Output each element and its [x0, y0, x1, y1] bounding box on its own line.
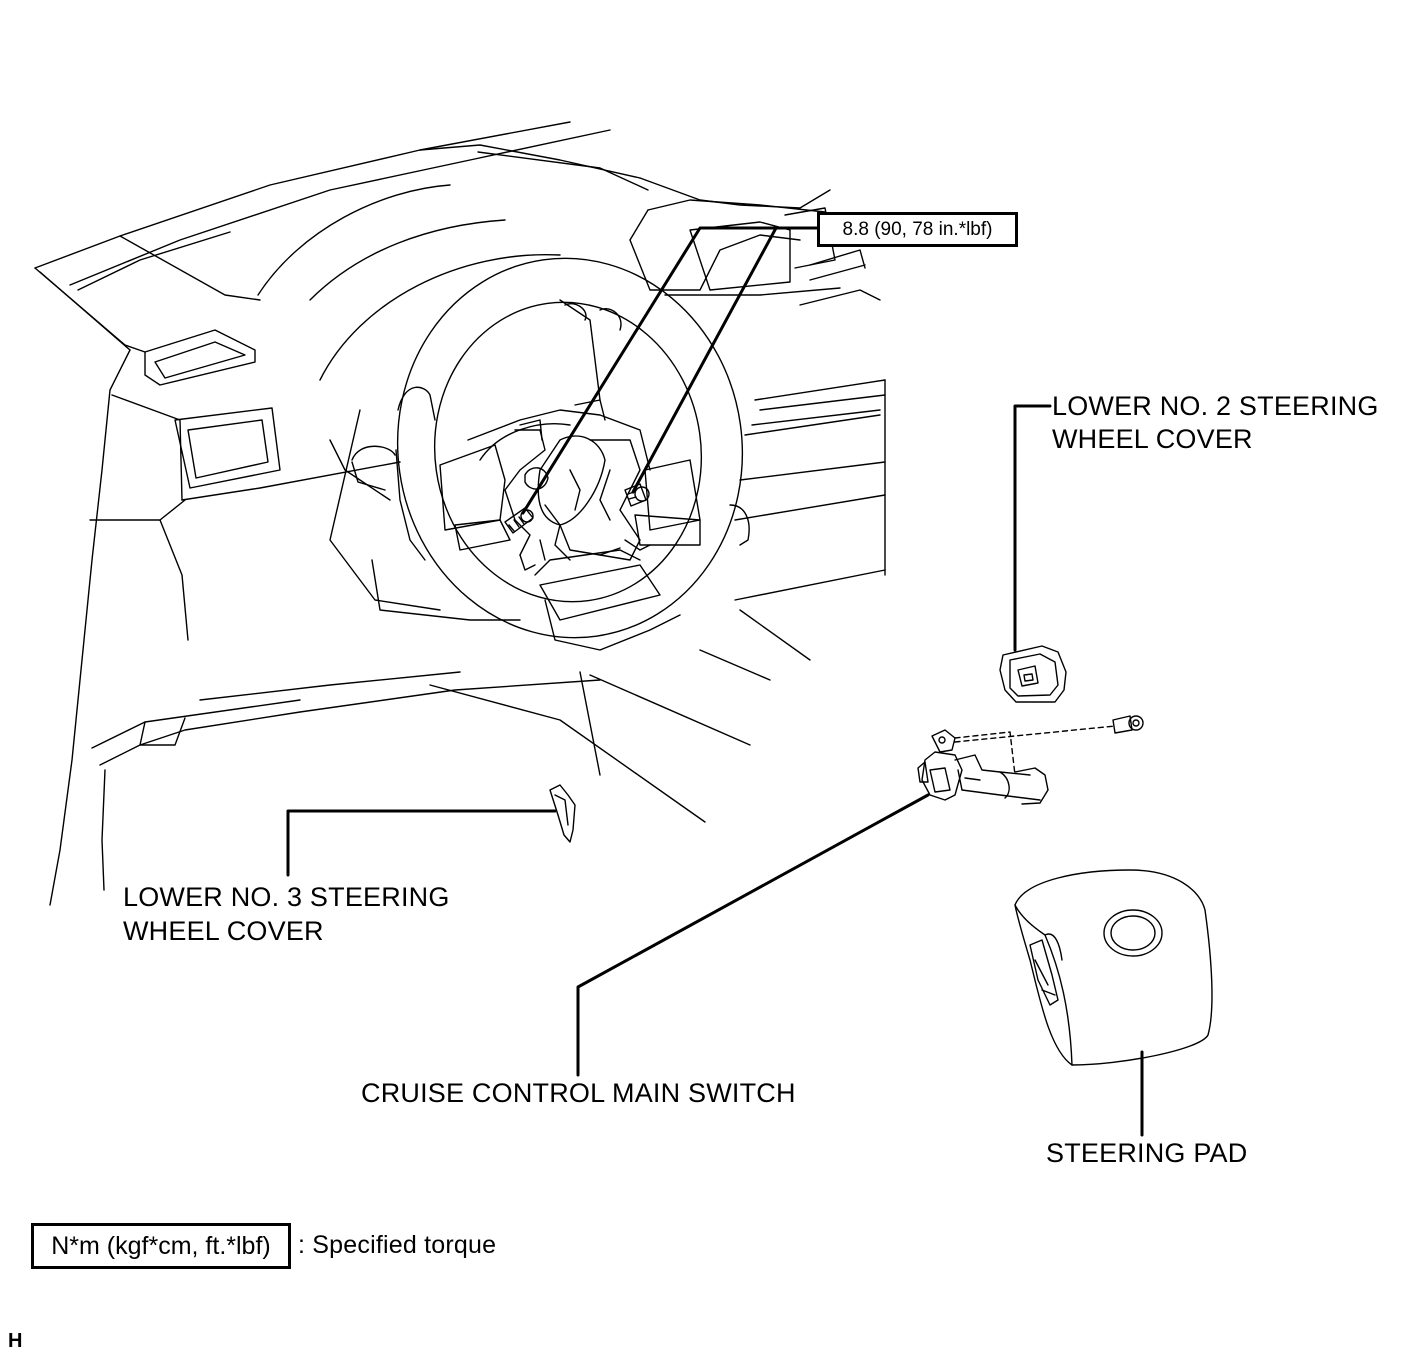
lower-no2-leader — [1013, 404, 1052, 652]
cruise-switch-screw — [1112, 715, 1144, 734]
label-lower-no2-cover-line2: WHEEL COVER — [1052, 424, 1253, 454]
lower-no2-cover-part — [999, 645, 1067, 703]
lower-no3-leader — [286, 809, 557, 877]
legend-description: : Specified torque — [298, 1231, 497, 1259]
label-lower-no2-cover-line1: LOWER NO. 2 STEERING — [1052, 391, 1379, 421]
steering-pad-part — [1014, 869, 1213, 1066]
dashboard-outline — [34, 121, 886, 906]
legend-unit-box: N*m (kgf*cm, ft.*lbf) — [31, 1223, 291, 1269]
torque-callout: 8.8 (90, 78 in.*lbf) — [817, 212, 1018, 247]
lower-no3-cover-part — [549, 784, 576, 843]
label-lower-no3-cover-line1: LOWER NO. 3 STEERING — [123, 882, 450, 912]
figure-id: H — [8, 1330, 23, 1352]
label-steering-pad: STEERING PAD — [1046, 1138, 1248, 1168]
steering-wheel — [351, 257, 750, 651]
label-cruise-control-main-switch: CRUISE CONTROL MAIN SWITCH — [361, 1078, 796, 1108]
wheel-bolt-left — [504, 507, 534, 534]
cruise-switch-leader — [576, 793, 930, 1077]
cruise-switch-part — [917, 725, 1116, 805]
torque-leader-lines — [521, 226, 824, 515]
label-lower-no3-cover-line2: WHEEL COVER — [123, 916, 324, 946]
